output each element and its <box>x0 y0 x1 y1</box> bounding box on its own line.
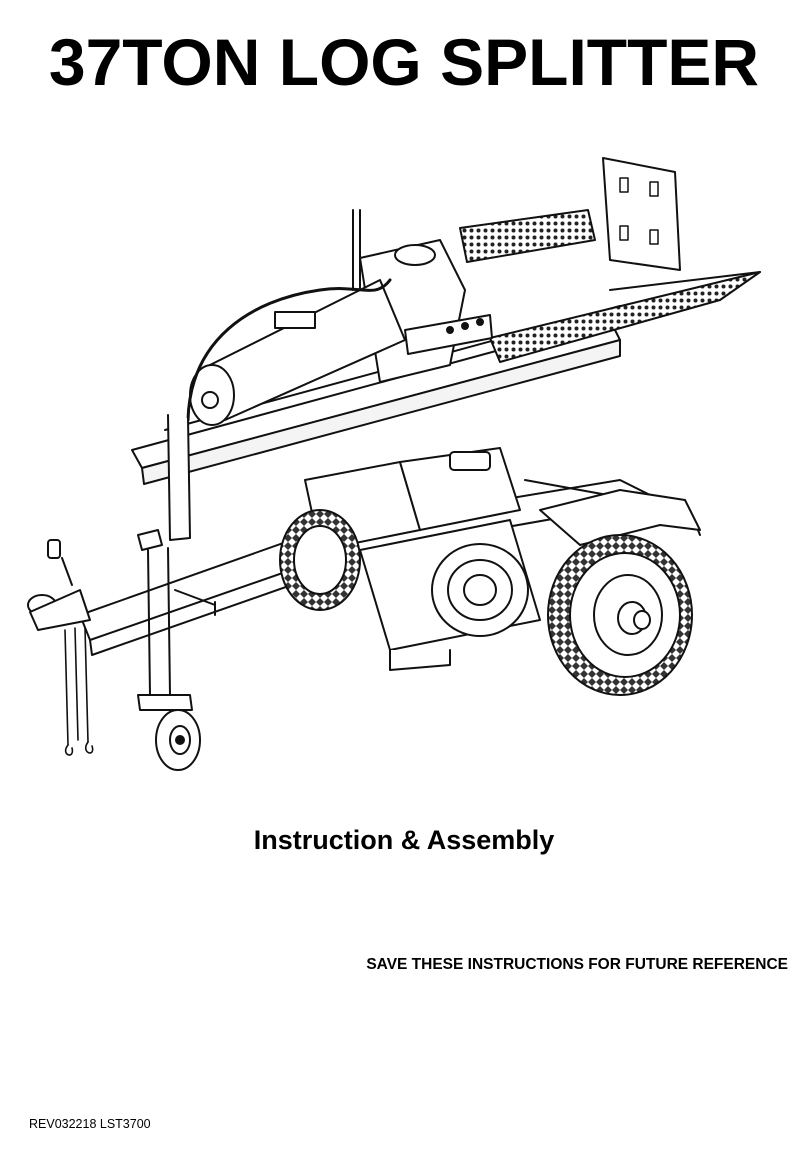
hydraulic-hose <box>186 278 392 422</box>
lower-tray <box>489 271 761 363</box>
safety-chains <box>64 627 94 756</box>
left-wheel <box>279 509 361 611</box>
hydraulic-cylinder <box>189 279 406 426</box>
jack-stand <box>137 529 216 771</box>
hitch-coupler <box>27 539 91 631</box>
fender <box>539 489 701 546</box>
control-valve <box>274 311 316 329</box>
revision-code: REV032218 LST3700 <box>29 1117 151 1131</box>
control-handle <box>352 209 361 291</box>
log-splitter-illustration <box>27 157 761 771</box>
upper-table <box>459 209 596 263</box>
end-plate <box>602 157 681 271</box>
document-subtitle: Instruction & Assembly <box>253 825 555 855</box>
right-wheel <box>547 534 693 696</box>
document-title: 37TON LOG SPLITTER <box>48 25 760 99</box>
engine <box>304 447 541 671</box>
save-instructions-note: SAVE THESE INSTRUCTIONS FOR FUTURE REFER… <box>366 956 788 973</box>
